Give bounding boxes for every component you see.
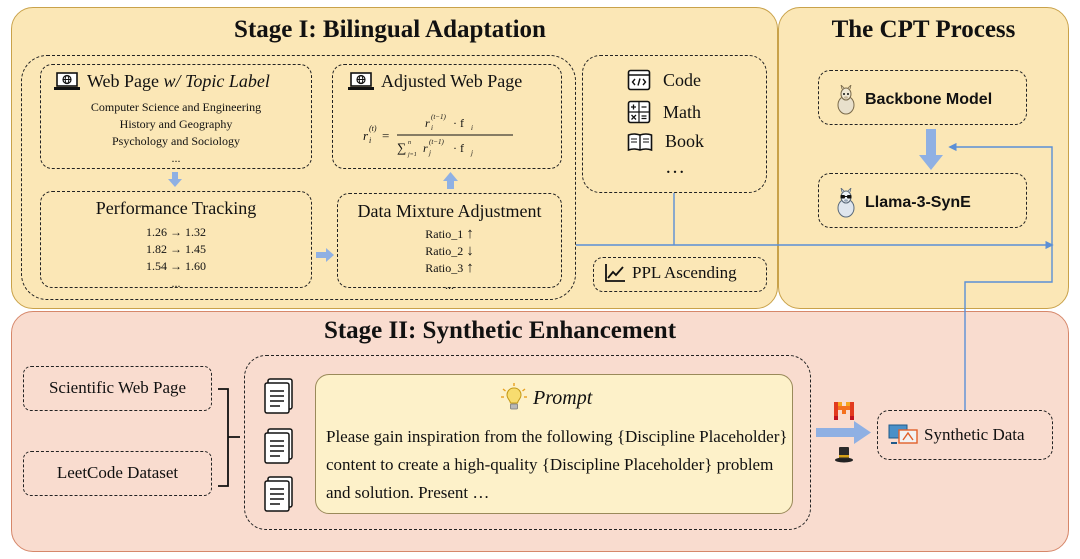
book-icon: [627, 132, 653, 151]
svg-text:i: i: [431, 124, 433, 132]
svg-text:j=1: j=1: [407, 152, 417, 158]
svg-text:∑: ∑: [397, 140, 406, 155]
perf-row-0: 1.26 → 1.32: [146, 225, 206, 239]
svg-text:=: =: [382, 128, 389, 143]
stage2-title: Stage II: Synthetic Enhancement: [323, 317, 677, 344]
svg-text:· f: · f: [453, 141, 464, 155]
data-mixture-box: Data Mixture Adjustment Ratio_1 ↑ Ratio_…: [337, 193, 562, 292]
source-book: Book: [627, 131, 704, 152]
stage1-title: Stage I: Bilingual Adaptation: [234, 16, 546, 43]
stage1-panel: [11, 7, 778, 309]
mixture-formula: r i (t) = r i (t−1) · f i ∑ j=1 n r j (t…: [363, 113, 513, 158]
mistral-icon: [834, 402, 854, 420]
svg-text:· f: · f: [453, 116, 464, 130]
arrow-down-backbone-to-result: [919, 129, 943, 170]
backbone-model-box: Backbone Model: [818, 70, 1027, 125]
document-icon: [264, 476, 293, 512]
source-code: Code: [627, 69, 701, 91]
llama-synE-box: Llama-3-SynE: [818, 173, 1027, 228]
laptop-globe-icon: [348, 71, 374, 90]
prompt-box: Prompt Please gain inspiration from the …: [315, 374, 793, 514]
backbone-label: Backbone Model: [865, 91, 993, 108]
adjusted-web-page-box: Adjusted Web Page r i (t) = r i (t−1) · …: [332, 64, 562, 169]
prompt-title: Prompt: [501, 383, 592, 413]
llama-icon: [837, 85, 855, 115]
svg-text:(t−1): (t−1): [431, 113, 446, 121]
svg-text:i: i: [471, 124, 473, 132]
topic-more: ...: [171, 151, 181, 165]
perf-row-1: 1.82 → 1.45: [146, 242, 206, 256]
web-page-box: Web Page w/ Topic Label Computer Science…: [40, 64, 312, 169]
adjusted-title: Adjusted Web Page: [347, 71, 522, 92]
arrow-up-mixture-to-adjusted: [443, 172, 458, 189]
ppl-ascending-box: PPL Ascending: [593, 257, 767, 292]
svg-text:r: r: [425, 116, 430, 130]
sources-box: Code Math Book …: [582, 55, 767, 193]
result-label: Llama-3-SynE: [865, 194, 971, 211]
perf-row-2: 1.54 → 1.60: [146, 259, 206, 273]
svg-text:(t): (t): [369, 124, 377, 133]
stage1-group: [21, 55, 576, 300]
synthetic-data-box: Synthetic Data: [877, 410, 1053, 460]
mixture-title: Data Mixture Adjustment: [357, 201, 542, 221]
input-leetcode-dataset: LeetCode Dataset: [23, 451, 212, 496]
web-page-title: Web Page w/ Topic Label: [53, 71, 270, 92]
svg-text:i: i: [369, 136, 371, 145]
cpt-title: The CPT Process: [831, 16, 1016, 43]
ratio-row-0: Ratio_1 ↑: [425, 226, 474, 242]
arrow-right-perf-to-mixture: [316, 248, 334, 262]
svg-text:r: r: [363, 128, 369, 143]
svg-text:r: r: [423, 141, 428, 155]
trend-up-icon: [605, 264, 625, 282]
prompt-group: [244, 355, 811, 530]
ratio-row-more: ...: [445, 278, 454, 292]
performance-tracking-box: Performance Tracking 1.26 → 1.32 1.82 → …: [40, 191, 312, 290]
math-icon: [627, 100, 651, 124]
brace-inputs: [218, 388, 240, 487]
ppl-label: PPL Ascending: [632, 263, 737, 282]
topic-0: Computer Science and Engineering: [90, 100, 262, 114]
svg-text:n: n: [408, 140, 411, 146]
svg-text:(t−1): (t−1): [429, 138, 444, 146]
document-icon: [264, 378, 293, 414]
topic-1: History and Geography: [119, 117, 233, 131]
input-scientific-web-page: Scientific Web Page: [23, 366, 212, 411]
laptop-globe-icon: [54, 71, 80, 90]
arrow-right-prompt-to-synthetic: [816, 421, 871, 444]
synthetic-data-label: Synthetic Data: [924, 425, 1025, 444]
presentation-icon: [888, 424, 918, 444]
document-icon: [264, 428, 293, 464]
ratio-row-1: Ratio_2 ↓: [425, 243, 474, 259]
ratio-row-2: Ratio_3 ↑: [425, 260, 474, 276]
perf-row-more: ...: [171, 276, 181, 290]
svg-text:j: j: [428, 149, 431, 157]
prompt-text: Please gain inspiration from the followi…: [326, 427, 788, 502]
source-more: …: [665, 156, 685, 178]
code-icon: [627, 69, 651, 91]
svg-text:j: j: [470, 149, 473, 157]
line-synthetic-to-cpt: [948, 142, 1053, 410]
top-hat-icon: [835, 447, 853, 463]
topic-2: Psychology and Sociology: [112, 134, 240, 148]
source-math: Math: [627, 100, 701, 124]
performance-title: Performance Tracking: [95, 198, 257, 218]
arrow-down-web-to-perf: [168, 172, 182, 187]
llama-icon: [837, 188, 855, 218]
lightbulb-icon: [501, 383, 527, 410]
document-icons: [264, 378, 293, 512]
